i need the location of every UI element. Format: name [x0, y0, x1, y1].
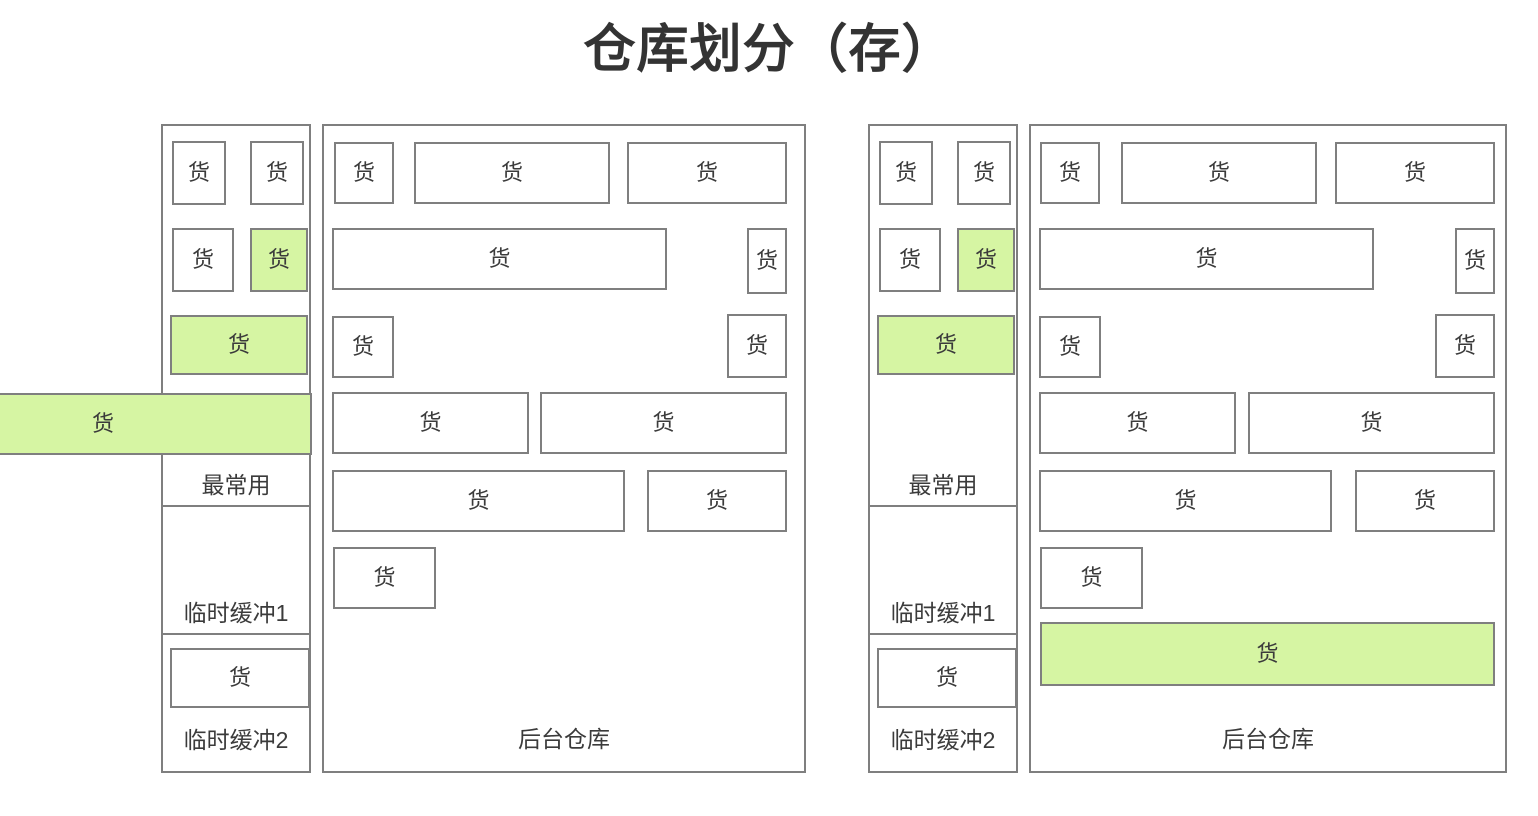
- goods-label: 货: [373, 565, 396, 590]
- goods-label: 货: [500, 160, 523, 185]
- goods-box[interactable]: 货: [1039, 392, 1236, 454]
- goods-label: 货: [1058, 160, 1081, 185]
- goods-box[interactable]: 货: [332, 392, 529, 454]
- goods-box[interactable]: 货: [647, 470, 787, 532]
- goods-label: 货: [1080, 565, 1103, 590]
- goods-label: 货: [898, 247, 921, 272]
- goods-label: 货: [228, 665, 251, 690]
- zone-label-temp-buffer-1: 临时缓冲1: [183, 599, 289, 626]
- goods-label: 货: [1174, 488, 1197, 513]
- goods-label: 货: [92, 411, 115, 436]
- goods-label: 货: [191, 247, 214, 272]
- goods-label: 货: [1413, 488, 1436, 513]
- goods-box[interactable]: 货: [250, 141, 304, 205]
- goods-label: 货: [1463, 248, 1486, 273]
- goods-box[interactable]: 货: [332, 470, 625, 532]
- goods-box-highlighted-overflow[interactable]: 货: [0, 393, 312, 455]
- goods-label: 货: [227, 332, 250, 357]
- goods-label: 货: [1207, 160, 1230, 185]
- goods-box[interactable]: 货: [1121, 142, 1317, 204]
- zone-label-backstage-warehouse: 后台仓库: [1222, 725, 1314, 752]
- goods-box[interactable]: 货: [1335, 142, 1495, 204]
- goods-box[interactable]: 货: [1039, 470, 1332, 532]
- goods-label: 货: [652, 410, 675, 435]
- goods-box[interactable]: 货: [727, 314, 787, 378]
- right-front-divider-1: [868, 505, 1018, 507]
- zone-label-most-used: 最常用: [908, 471, 978, 498]
- goods-label: 货: [267, 247, 290, 272]
- goods-box[interactable]: 货: [747, 228, 787, 294]
- goods-label: 货: [265, 160, 288, 185]
- goods-label: 货: [1360, 410, 1383, 435]
- goods-label: 货: [351, 334, 374, 359]
- goods-label: 货: [974, 247, 997, 272]
- goods-label: 货: [1403, 160, 1426, 185]
- goods-label: 货: [934, 332, 957, 357]
- goods-label: 货: [419, 410, 442, 435]
- goods-label: 货: [352, 160, 375, 185]
- goods-box[interactable]: 货: [1039, 316, 1101, 378]
- goods-label: 货: [1195, 246, 1218, 271]
- goods-box[interactable]: 货: [540, 392, 787, 454]
- zone-label-backstage-warehouse: 后台仓库: [518, 725, 610, 752]
- left-front-divider-2: [161, 633, 311, 635]
- left-front-divider-1: [161, 505, 311, 507]
- goods-label: 货: [972, 160, 995, 185]
- goods-label: 货: [488, 246, 511, 271]
- goods-box-highlighted[interactable]: 货: [877, 315, 1015, 375]
- goods-label: 货: [695, 160, 718, 185]
- goods-box[interactable]: 货: [334, 142, 394, 204]
- goods-label: 货: [1256, 641, 1279, 666]
- goods-box[interactable]: 货: [879, 141, 933, 205]
- goods-label: 货: [894, 160, 917, 185]
- goods-label: 货: [755, 248, 778, 273]
- goods-box[interactable]: 货: [1039, 228, 1374, 290]
- page-title: 仓库划分（存）: [583, 21, 955, 79]
- goods-box[interactable]: 货: [1455, 228, 1495, 294]
- goods-box[interactable]: 货: [1040, 547, 1143, 609]
- goods-label: 货: [935, 665, 958, 690]
- zone-label-temp-buffer-2: 临时缓冲2: [183, 726, 289, 753]
- goods-box[interactable]: 货: [1435, 314, 1495, 378]
- goods-box-highlighted[interactable]: 货: [1040, 622, 1495, 686]
- goods-box[interactable]: 货: [957, 141, 1011, 205]
- goods-label: 货: [187, 160, 210, 185]
- goods-label: 货: [745, 333, 768, 358]
- goods-label: 货: [1126, 410, 1149, 435]
- goods-box[interactable]: 货: [627, 142, 787, 204]
- goods-label: 货: [1453, 333, 1476, 358]
- zone-label-temp-buffer-1: 临时缓冲1: [890, 599, 996, 626]
- goods-box[interactable]: 货: [170, 648, 310, 708]
- goods-box[interactable]: 货: [1248, 392, 1495, 454]
- goods-box[interactable]: 货: [877, 648, 1017, 708]
- goods-box-highlighted[interactable]: 货: [250, 228, 308, 292]
- goods-box[interactable]: 货: [1355, 470, 1495, 532]
- right-front-divider-2: [868, 633, 1018, 635]
- goods-box[interactable]: 货: [333, 547, 436, 609]
- goods-box[interactable]: 货: [1040, 142, 1100, 204]
- goods-box[interactable]: 货: [332, 228, 667, 290]
- zone-label-temp-buffer-2: 临时缓冲2: [890, 726, 996, 753]
- goods-box-highlighted[interactable]: 货: [957, 228, 1015, 292]
- goods-box[interactable]: 货: [414, 142, 610, 204]
- goods-box[interactable]: 货: [172, 141, 226, 205]
- goods-box[interactable]: 货: [172, 228, 234, 292]
- goods-label: 货: [1058, 334, 1081, 359]
- goods-label: 货: [467, 488, 490, 513]
- zone-label-most-used: 最常用: [201, 471, 271, 498]
- goods-box-highlighted[interactable]: 货: [170, 315, 308, 375]
- goods-label: 货: [705, 488, 728, 513]
- goods-box[interactable]: 货: [879, 228, 941, 292]
- goods-box[interactable]: 货: [332, 316, 394, 378]
